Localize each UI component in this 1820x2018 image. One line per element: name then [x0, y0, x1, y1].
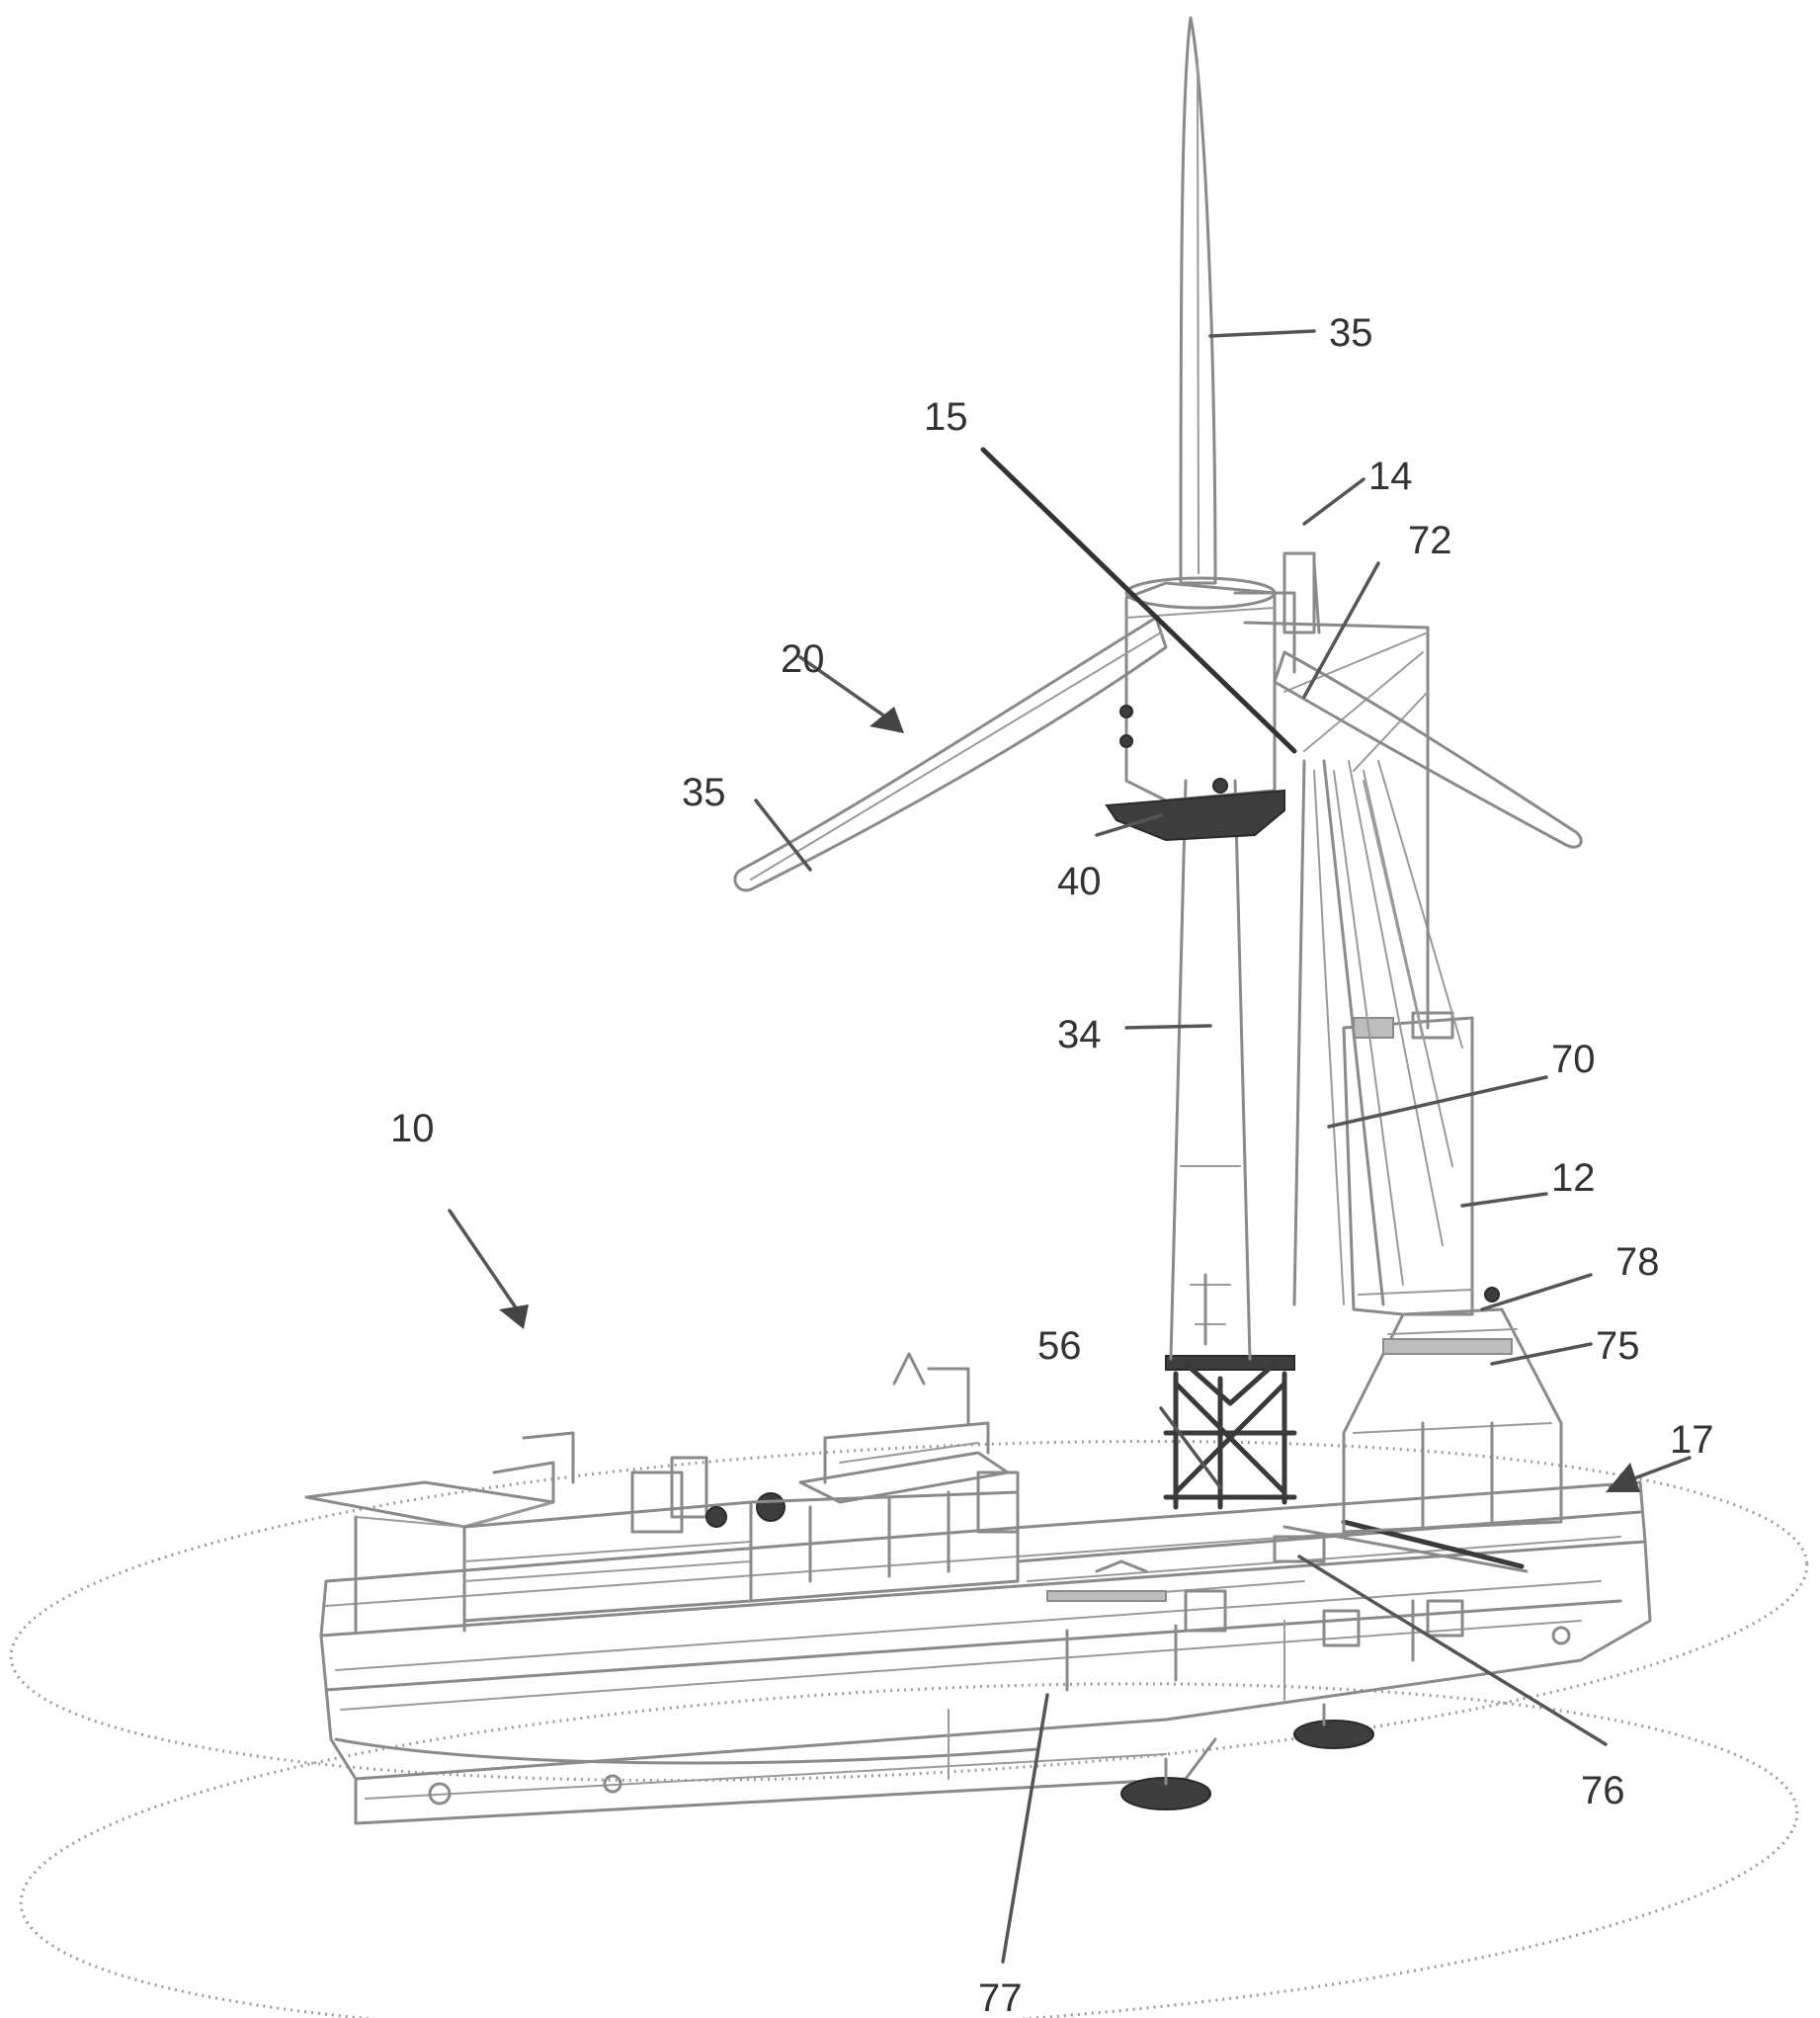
label-17: 17	[1670, 1418, 1714, 1462]
label-35-left: 35	[682, 771, 726, 814]
label-72: 72	[1408, 519, 1452, 562]
water-plane	[3, 1401, 1816, 2018]
label-70: 70	[1551, 1038, 1596, 1081]
label-12: 12	[1551, 1156, 1596, 1200]
label-14: 14	[1368, 455, 1413, 498]
crane-pedestal	[1344, 1309, 1561, 1532]
vessel-deck	[306, 1354, 1645, 1690]
label-10: 10	[390, 1107, 435, 1150]
label-76: 76	[1581, 1769, 1625, 1812]
label-15: 15	[924, 395, 968, 439]
tower	[1171, 781, 1250, 1359]
rotor-blades	[735, 18, 1581, 890]
label-75: 75	[1596, 1324, 1640, 1368]
label-77: 77	[978, 1976, 1023, 2018]
label-20: 20	[781, 637, 825, 681]
label-56: 56	[1037, 1324, 1082, 1368]
foundation-frame	[1166, 1356, 1294, 1507]
gripper	[1107, 642, 1284, 840]
label-35-top: 35	[1329, 311, 1373, 355]
label-34: 34	[1057, 1013, 1102, 1056]
label-40: 40	[1057, 860, 1102, 903]
label-78: 78	[1615, 1240, 1660, 1284]
leader-lines	[450, 331, 1690, 1962]
